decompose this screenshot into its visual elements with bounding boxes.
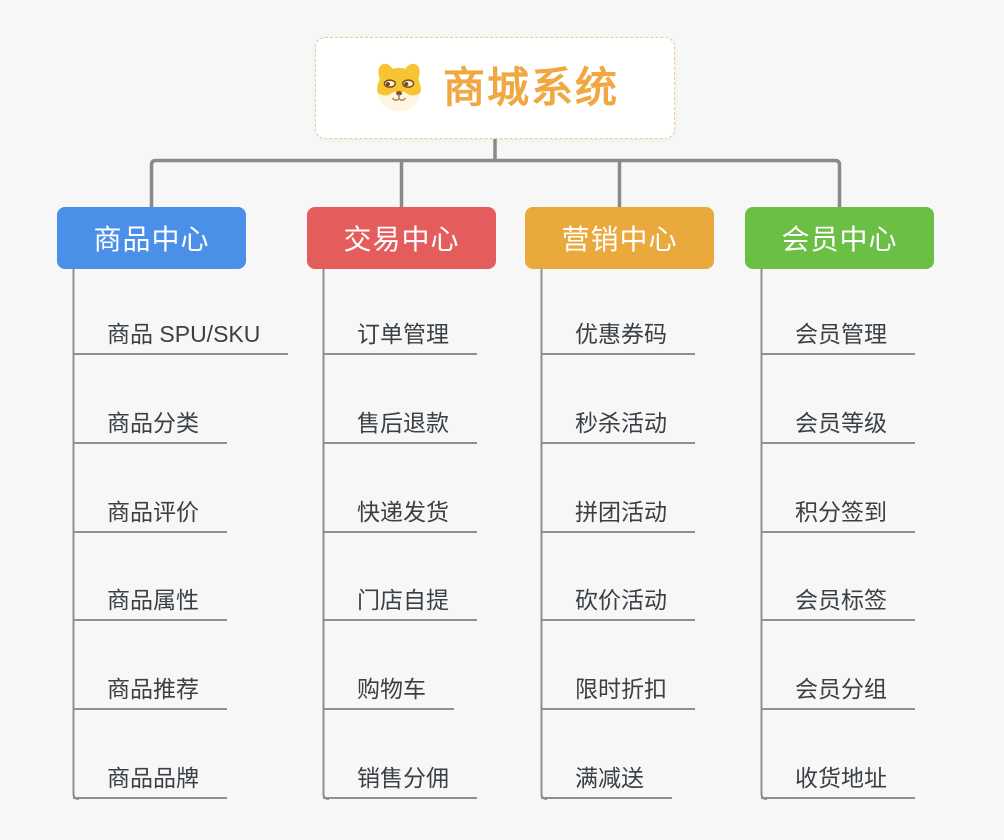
root-node[interactable]: 商城系统 bbox=[315, 37, 675, 139]
leaf-node-limited-discount[interactable]: 限时折扣 bbox=[541, 670, 695, 710]
branch-node-member[interactable]: 会员中心 bbox=[745, 207, 934, 269]
branch-node-product[interactable]: 商品中心 bbox=[57, 207, 246, 269]
leaf-node-product-review[interactable]: 商品评价 bbox=[73, 493, 227, 533]
leaf-node-aftersale-refund[interactable]: 售后退款 bbox=[323, 404, 477, 444]
leaf-node-product-attribute[interactable]: 商品属性 bbox=[73, 581, 227, 621]
leaf-node-group-buy[interactable]: 拼团活动 bbox=[541, 493, 695, 533]
leaf-node-sales-commission[interactable]: 销售分佣 bbox=[323, 759, 477, 799]
leaf-node-points-checkin[interactable]: 积分签到 bbox=[761, 493, 915, 533]
leaf-node-bargain-activity[interactable]: 砍价活动 bbox=[541, 581, 695, 621]
leaf-node-member-management[interactable]: 会员管理 bbox=[761, 315, 915, 355]
leaf-node-member-group[interactable]: 会员分组 bbox=[761, 670, 915, 710]
root-title: 商城系统 bbox=[442, 64, 619, 111]
leaf-node-member-tag[interactable]: 会员标签 bbox=[761, 581, 915, 621]
leaf-node-express-shipping[interactable]: 快递发货 bbox=[323, 493, 477, 533]
leaf-node-member-level[interactable]: 会员等级 bbox=[761, 404, 915, 444]
leaf-node-flash-sale[interactable]: 秒杀活动 bbox=[541, 404, 695, 444]
leaf-node-product-category[interactable]: 商品分类 bbox=[73, 404, 227, 444]
leaf-node-shopping-cart[interactable]: 购物车 bbox=[323, 670, 454, 710]
leaf-node-product-recommend[interactable]: 商品推荐 bbox=[73, 670, 227, 710]
leaf-node-order-management[interactable]: 订单管理 bbox=[323, 315, 477, 355]
leaf-node-product-brand[interactable]: 商品品牌 bbox=[73, 759, 227, 799]
leaf-node-shipping-address[interactable]: 收货地址 bbox=[761, 759, 915, 799]
leaf-node-coupon-code[interactable]: 优惠券码 bbox=[541, 315, 695, 355]
top-connectors bbox=[149, 139, 842, 207]
branch-node-trade[interactable]: 交易中心 bbox=[307, 207, 496, 269]
leaf-node-spend-save[interactable]: 满减送 bbox=[541, 759, 672, 799]
leaf-node-product-spu-sku[interactable]: 商品 SPU/SKU bbox=[73, 315, 289, 355]
dog-face-icon bbox=[377, 63, 421, 112]
branch-node-marketing[interactable]: 营销中心 bbox=[525, 207, 714, 269]
leaf-node-store-pickup[interactable]: 门店自提 bbox=[323, 581, 477, 621]
